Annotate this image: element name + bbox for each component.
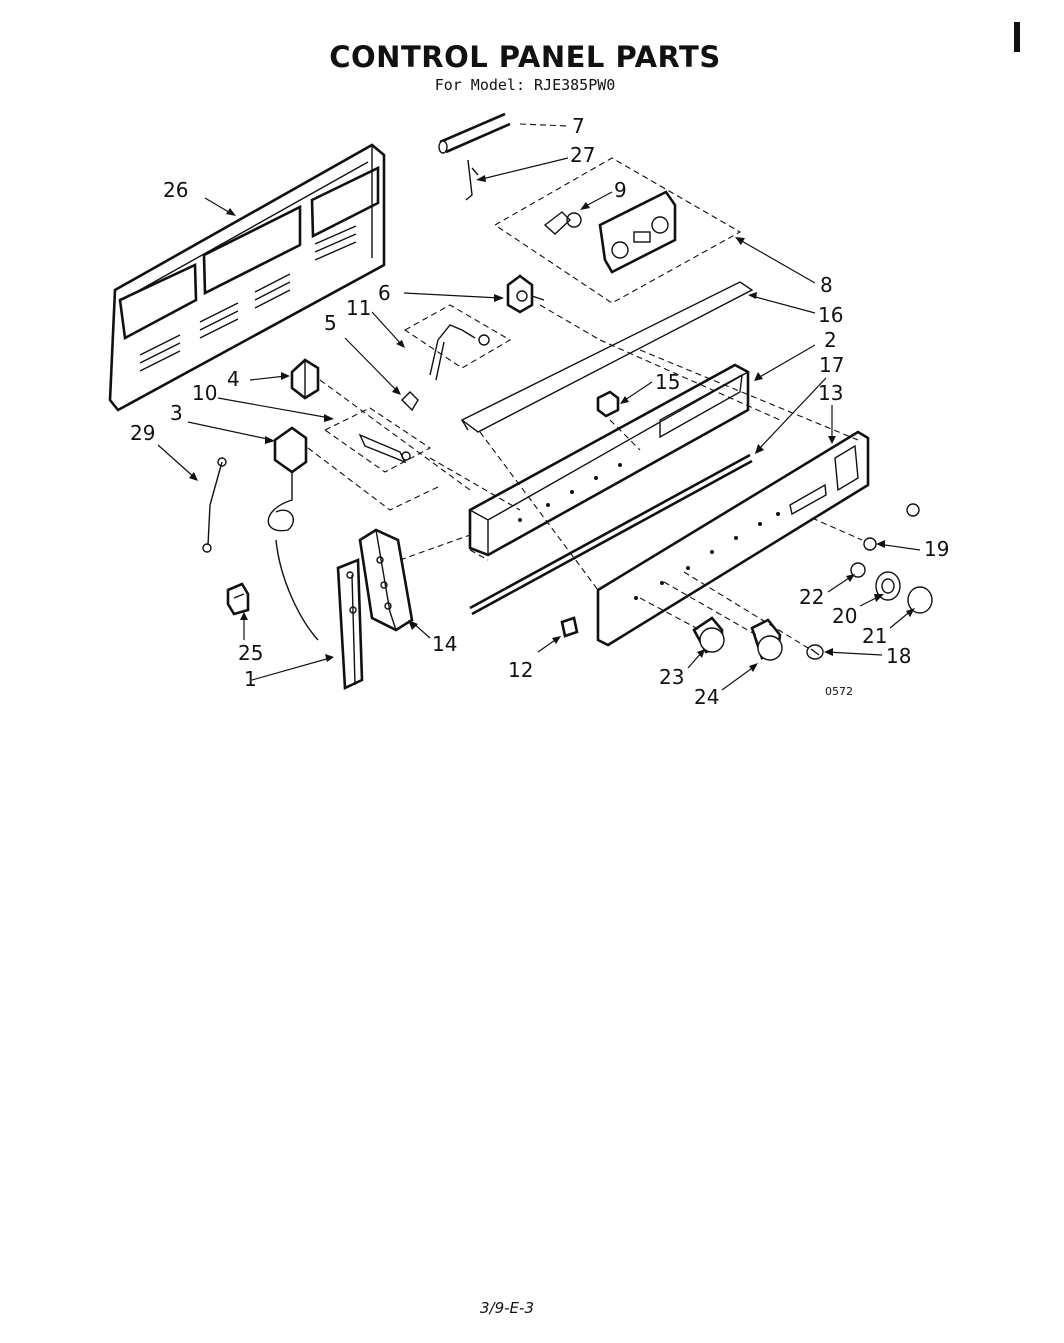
part-25-connector	[226, 582, 250, 640]
part-3-control-wire	[187, 421, 441, 641]
part-24-knob	[663, 581, 783, 691]
part-5-clip	[344, 337, 419, 412]
part-26-back-panel	[108, 143, 386, 412]
callout-1: 1	[244, 667, 257, 691]
page-title: CONTROL PANEL PARTS	[329, 40, 721, 74]
footer-code: 3/9-E-3	[480, 1299, 534, 1317]
part-6-switch	[403, 274, 601, 341]
callout-10: 10	[192, 381, 217, 405]
part-12-insert	[537, 616, 579, 653]
callout-17: 17	[819, 353, 844, 377]
part-10-thermostat	[217, 397, 521, 511]
callout-5: 5	[324, 311, 337, 335]
drawing-code: 0572	[825, 685, 853, 698]
callout-4: 4	[227, 367, 240, 391]
part-16-trim-strip	[460, 281, 816, 433]
callout-3: 3	[170, 401, 183, 425]
part-8-clock-assembly	[493, 157, 816, 304]
callout-27: 27	[570, 143, 595, 167]
callout-26: 26	[163, 178, 188, 202]
part-21-knob-cap	[889, 586, 933, 629]
callout-2: 2	[824, 328, 837, 352]
part-4-relay	[249, 358, 471, 491]
callout-13: 13	[818, 381, 843, 405]
callout-25: 25	[238, 641, 263, 665]
part-18-screw	[683, 571, 883, 660]
model-label: For Model: RJE385PW0	[434, 76, 616, 94]
part-2-console-body	[468, 344, 816, 557]
callout-22: 22	[799, 585, 824, 609]
callout-29: 29	[130, 421, 155, 445]
part-20-knob-ring	[859, 571, 901, 607]
callout-7: 7	[572, 114, 585, 138]
part-14-side-bracket	[358, 528, 431, 639]
callout-15: 15	[655, 370, 680, 394]
part-27-clip	[465, 157, 569, 201]
part-17-trim-rod	[469, 377, 827, 616]
alignment-lines	[469, 339, 859, 591]
part-1-end-cap	[251, 534, 471, 690]
callout-18: 18	[886, 644, 911, 668]
part-23-knob	[639, 597, 725, 669]
callout-19: 19	[924, 537, 949, 561]
part-11-harness	[371, 304, 512, 381]
callout-8: 8	[820, 273, 833, 297]
callout-24: 24	[694, 685, 719, 709]
page-edge-mark	[1014, 22, 1020, 52]
callout-14: 14	[432, 632, 457, 656]
callout-23: 23	[659, 665, 684, 689]
callout-9: 9	[614, 178, 627, 202]
callout-labels: 7 27 9 26 8 6 16 11 5 2 17 4 15 10 13 3 …	[130, 114, 949, 1317]
callout-12: 12	[508, 658, 533, 682]
part-19-knob-insert	[811, 503, 921, 551]
part-15-block	[596, 381, 653, 451]
part-13-front-panel	[596, 405, 870, 647]
part-29-sensor	[157, 444, 227, 553]
callout-20: 20	[832, 604, 857, 628]
part-9-lamp	[543, 191, 613, 235]
part-22-spacer	[827, 562, 866, 593]
part-7-rod	[438, 112, 569, 154]
callout-21: 21	[862, 624, 887, 648]
callout-16: 16	[818, 303, 843, 327]
callout-6: 6	[378, 281, 391, 305]
callout-11: 11	[346, 296, 371, 320]
